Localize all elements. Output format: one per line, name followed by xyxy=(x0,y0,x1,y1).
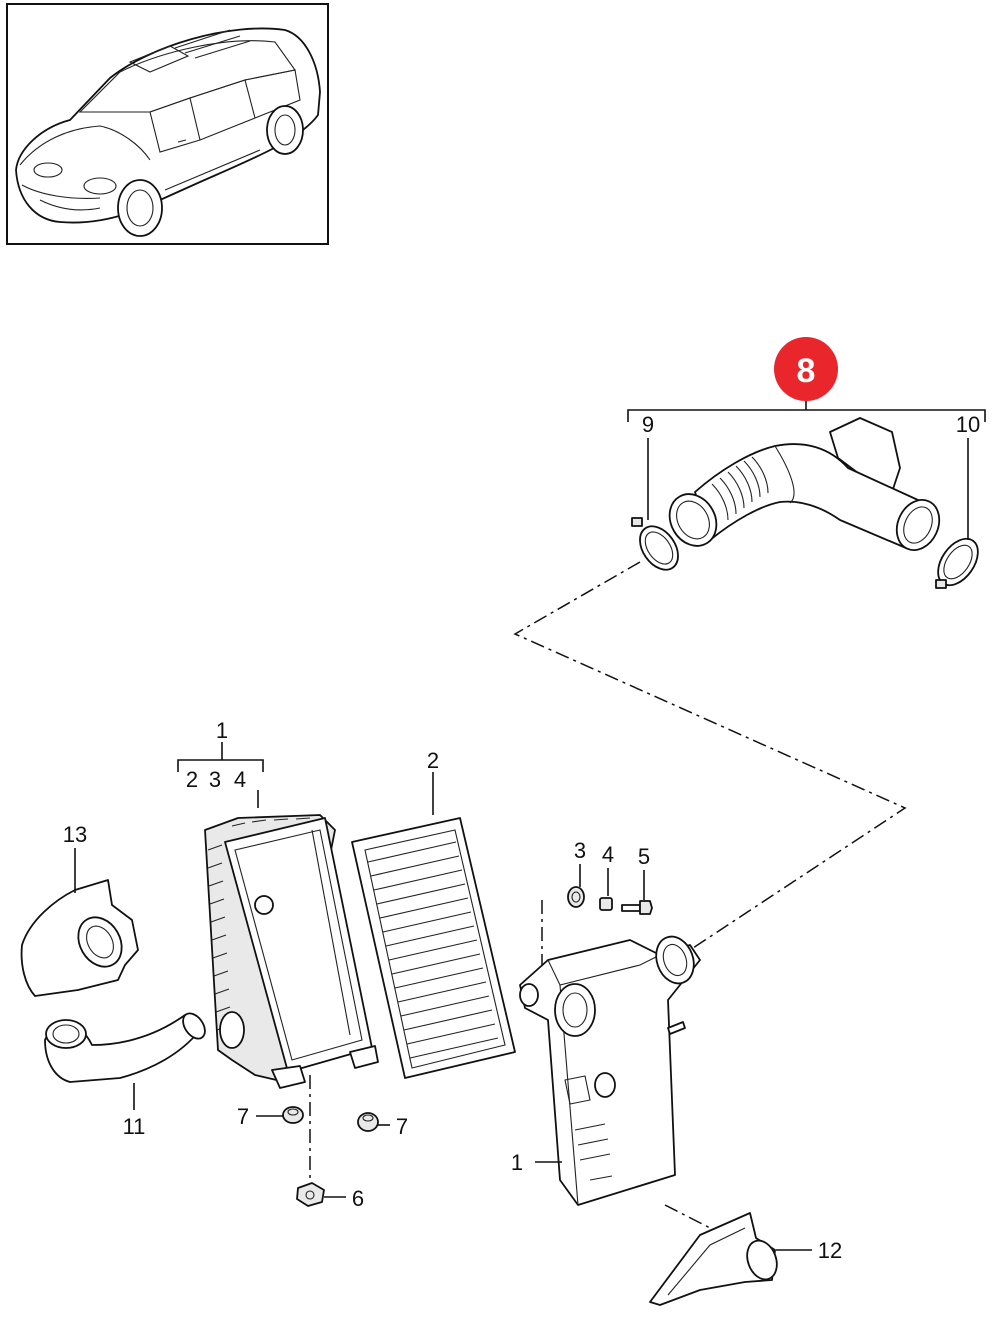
label-item-11: 11 xyxy=(123,1114,146,1139)
air-filter-housing-icon xyxy=(204,814,379,1089)
vehicle-thumbnail xyxy=(6,3,329,245)
label-item-7-left: 7 xyxy=(237,1104,249,1129)
housing-ribs xyxy=(207,817,311,1031)
intake-hose-icon xyxy=(44,1012,206,1083)
label-item-13: 13 xyxy=(63,822,87,847)
rubber-mount-icon xyxy=(357,1112,379,1132)
filter-pleats xyxy=(367,841,499,1059)
hose-clamp-icon xyxy=(935,537,979,589)
inlet-duct-icon xyxy=(649,1212,778,1306)
rubber-mount-icon xyxy=(282,1106,304,1124)
assembly-bracket xyxy=(627,401,986,422)
bolt-icon xyxy=(621,900,653,915)
nut-icon xyxy=(296,1182,325,1207)
assembly-badge: 8 xyxy=(774,337,838,401)
badge-number: 8 xyxy=(797,352,816,390)
label-item-5: 5 xyxy=(638,844,650,869)
item-labels: 1 2 3 4 2 3 4 5 1 6 7 7 9 10 11 12 13 xyxy=(63,412,980,1263)
lower-airbox-icon xyxy=(519,935,701,1206)
air-duct-icon xyxy=(20,879,139,997)
label-item-1-sub-2: 2 xyxy=(186,767,198,792)
pipe-bellows xyxy=(711,456,769,521)
filter-element-icon xyxy=(351,817,516,1079)
label-item-6: 6 xyxy=(352,1186,364,1211)
grommet-icon xyxy=(567,886,585,908)
leader-lines xyxy=(74,742,812,1251)
intake-pipe-icon xyxy=(668,417,941,551)
label-item-4: 4 xyxy=(602,842,614,867)
label-item-12: 12 xyxy=(818,1238,842,1263)
vehicle-suv-icon xyxy=(15,27,321,237)
label-item-1-lower: 1 xyxy=(511,1150,523,1175)
label-item-2: 2 xyxy=(427,748,439,773)
label-item-3: 3 xyxy=(574,838,586,863)
label-item-1: 1 xyxy=(216,718,228,743)
label-item-10: 10 xyxy=(956,412,980,437)
label-item-9: 9 xyxy=(642,412,654,437)
nut-icon xyxy=(599,897,613,911)
label-item-7-right: 7 xyxy=(396,1114,408,1139)
label-item-1-sub-3: 3 xyxy=(209,767,221,792)
hose-clamp-icon xyxy=(631,517,679,571)
label-item-1-sub-4: 4 xyxy=(234,767,246,792)
